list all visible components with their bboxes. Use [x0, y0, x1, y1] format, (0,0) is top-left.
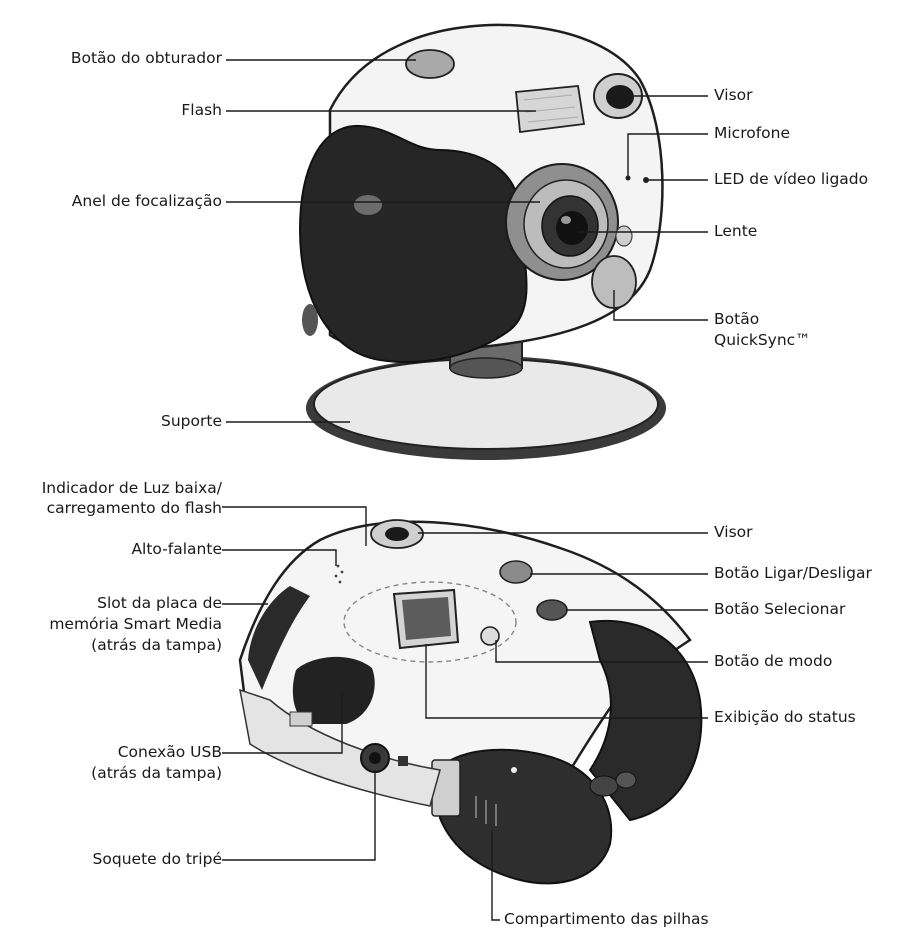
mode-button-illustration [480, 626, 500, 646]
label-viewfinder-top: Visor [714, 86, 753, 104]
label-tripod-socket: Soquete do tripé [92, 850, 222, 868]
label-power-button: Botão Ligar/Desligar [714, 564, 872, 582]
right-grip-illustration [588, 619, 703, 822]
flash-illustration [515, 85, 586, 134]
tripod-socket-illustration [360, 743, 408, 773]
label-viewfinder-bottom: Visor [714, 523, 753, 541]
lens-illustration [505, 163, 619, 281]
label-microphone: Microfone [714, 124, 791, 142]
select-button-illustration [536, 599, 568, 621]
leader-low-light [222, 506, 367, 546]
label-low-light-line1: Indicador de Luz baixa/ [41, 479, 222, 497]
leader-quicksync [613, 290, 708, 321]
label-lens: Lente [714, 222, 758, 240]
viewfinder-illustration [593, 73, 643, 119]
label-usb-line2: (atrás da tampa) [91, 764, 222, 782]
label-status-display: Exibição do status [714, 708, 856, 726]
label-quicksync-line2: QuickSync™ [714, 331, 811, 349]
leader-tripod [222, 770, 376, 861]
label-mode-button: Botão de modo [714, 652, 833, 670]
shutter-button-illustration [405, 49, 455, 79]
leader-microphone [627, 133, 708, 176]
label-smartmedia-line1: Slot da placa de [97, 594, 222, 612]
status-display-illustration [392, 588, 460, 650]
label-smartmedia-line2: memória Smart Media [49, 615, 222, 633]
leader-usb [222, 694, 343, 754]
label-speaker: Alto-falante [131, 540, 222, 558]
label-video-led: LED de vídeo ligado [714, 170, 869, 188]
camera-top-view [298, 23, 666, 460]
label-battery-compartment: Compartimento das pilhas [504, 910, 709, 928]
label-shutter-button: Botão do obturador [70, 49, 222, 67]
leader-lines [222, 59, 708, 921]
leader-speaker [222, 549, 337, 566]
grip-illustration [298, 124, 528, 364]
viewfinder-bottom-illustration [370, 519, 424, 549]
label-usb-line1: Conexão USB [117, 743, 222, 761]
leader-battery [491, 830, 500, 921]
label-quicksync-line1: Botão [714, 310, 760, 328]
label-stand: Suporte [161, 412, 222, 430]
camera-bottom-view [238, 519, 703, 885]
battery-compartment-illustration [431, 748, 613, 885]
label-smartmedia-line3: (atrás da tampa) [91, 636, 222, 654]
power-button-illustration [499, 560, 533, 584]
leader-status [425, 644, 708, 719]
leader-mode [495, 640, 708, 663]
label-focus-ring: Anel de focalização [71, 192, 222, 210]
label-flash: Flash [181, 101, 222, 119]
label-select-button: Botão Selecionar [714, 600, 846, 618]
label-low-light-line2: carregamento do flash [46, 499, 222, 517]
